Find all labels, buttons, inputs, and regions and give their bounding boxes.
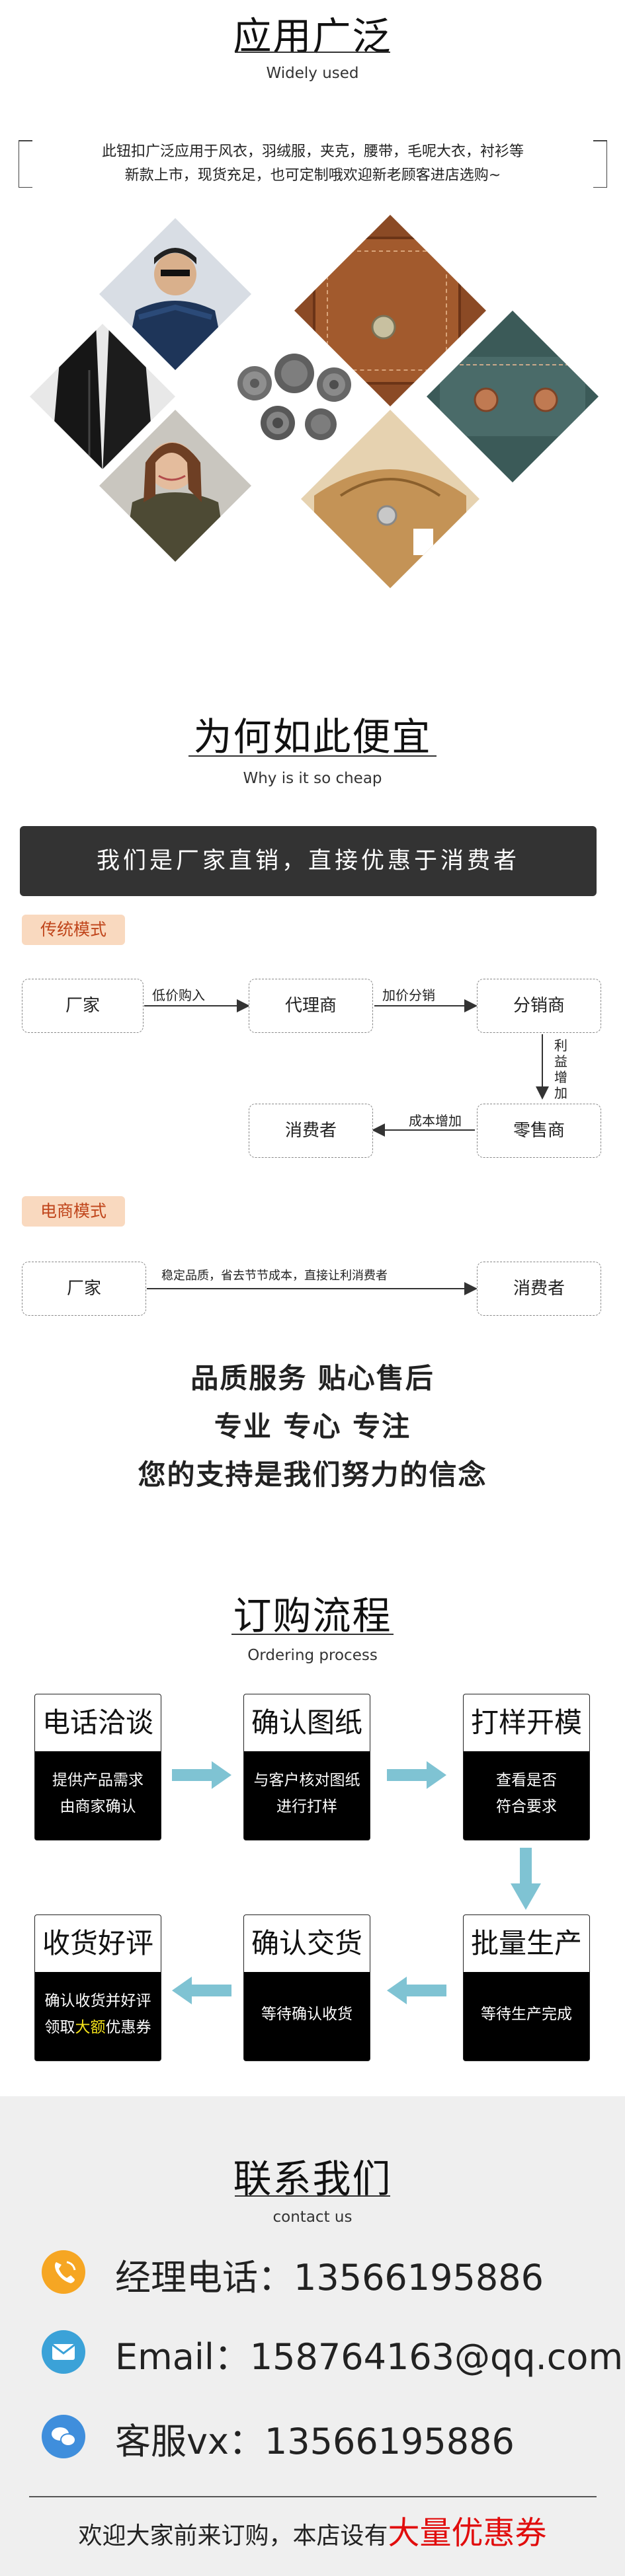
step-title: 批量生产 [464,1915,589,1972]
label-low-price: 低价购入 [152,987,205,1003]
section4-title: 联系我们 [233,2156,392,2201]
section1-subtitle: Widely used [266,65,359,82]
section3-title: 订购流程 [233,1593,392,1638]
step-line: 符合要求 [496,1798,557,1815]
arrow-down [511,1848,541,1910]
step-phone-talk: 电话洽谈 提供产品需求 由商家确认 [34,1694,161,1840]
chat-icon [42,2415,85,2458]
section4-subtitle: contact us [272,2209,353,2226]
arrow-right-1 [172,1761,231,1789]
footer-welcome: 欢迎大家前来订购，本店设有 [78,2522,388,2550]
step-mass-production: 批量生产 等待生产完成 [463,1914,590,2061]
slogan-belief: 您的支持是我们努力的信念 [138,1458,487,1491]
label-profit: 利益增加 [554,1038,567,1101]
phone-number[interactable]: 经理电话：13566195886 [115,2257,544,2298]
traditional-mode-tag: 传统模式 [22,915,125,945]
wechat-id[interactable]: 客服vx：13566195886 [115,2421,515,2462]
arrow-left-1 [387,1977,446,2004]
label-cost-up: 成本增加 [409,1113,462,1129]
label-markup: 加价分销 [382,987,435,1003]
factory-direct-banner: 我们是厂家直销，直接优惠于消费者 [20,826,597,896]
step-title: 电话洽谈 [35,1694,161,1751]
email-address[interactable]: Email：158764163@qq.com [115,2336,624,2378]
node-factory: 厂家 [22,979,144,1033]
label-direct: 稳定品质，省去节节成本，直接让利消费者 [161,1269,388,1283]
section3-title-underline [231,1634,394,1635]
step-line: 等待确认收货 [261,2006,353,2023]
phone-icon [42,2250,85,2294]
section2-subtitle: Why is it so cheap [243,770,382,787]
step-line: 领取大额优惠券 [44,2019,151,2036]
node-factory-ecommerce: 厂家 [22,1262,146,1316]
email-icon [42,2330,85,2374]
arrow-right-2 [387,1761,446,1789]
section2-title-underline [188,755,437,757]
ecommerce-mode-tag: 电商模式 [22,1196,125,1227]
traditional-flow-arrows [144,999,549,1137]
step-title: 打样开模 [464,1694,589,1751]
node-distributor: 分销商 [477,979,601,1033]
slogan-professional: 专业 专心 专注 [214,1410,411,1443]
process-arrows [172,1761,541,2004]
section1-title: 应用广泛 [233,14,392,59]
node-consumer: 消费者 [249,1104,373,1158]
step-line: 确认收货并好评 [44,1992,151,2010]
slogan-service: 品质服务 贴心售后 [190,1362,435,1394]
node-retailer: 零售商 [477,1104,601,1158]
step-line: 进行打样 [276,1798,337,1815]
intro-frame: 此钮扣广泛应用于风衣，羽绒服，夹克，腰带，毛呢大衣，衬衫等 新款上市，现货充足，… [19,140,607,188]
ecommerce-flow-arrow [147,1282,478,1295]
step-line: 提供产品需求 [52,1772,144,1789]
step-line: 查看是否 [496,1772,557,1789]
node-agent: 代理商 [249,979,373,1033]
footer-message: 欢迎大家前来订购，本店设有大量优惠券 [0,2507,625,2553]
arrow-left-2 [172,1977,231,2004]
snap-buttons-cluster [237,354,351,440]
node-consumer-ecommerce: 消费者 [477,1262,601,1316]
footer-coupon-highlight: 大量优惠券 [388,2515,547,2552]
step-line: 由商家确认 [60,1798,136,1815]
step-confirm-drawing: 确认图纸 与客户核对图纸 进行打样 [243,1694,370,1840]
step-confirm-delivery: 确认交货 等待确认收货 [243,1914,370,2061]
intro-line-2: 新款上市，现货充足，也可定制哦欢迎新老顾客进店选购~ [124,167,501,184]
intro-line-1: 此钮扣广泛应用于风衣，羽绒服，夹克，腰带，毛呢大衣，衬衫等 [101,143,524,160]
step-receive-review: 收货好评 确认收货并好评 领取大额优惠券 [34,1914,161,2061]
step-title: 确认图纸 [244,1694,370,1751]
big-coupon-highlight: 大额 [75,2019,106,2036]
section3-subtitle: Ordering process [247,1647,378,1664]
product-application-collage [30,215,599,588]
section2-title: 为何如此便宜 [193,714,432,759]
section4-title-underline [235,2195,390,2197]
footer-divider [29,2496,597,2497]
step-title: 确认交货 [244,1915,370,1972]
section1-title-underline [235,52,390,53]
step-sample-mold: 打样开模 查看是否 符合要求 [463,1694,590,1840]
step-line: 与客户核对图纸 [253,1772,360,1789]
step-title: 收货好评 [35,1915,161,1972]
step-line: 等待生产完成 [481,2006,572,2023]
